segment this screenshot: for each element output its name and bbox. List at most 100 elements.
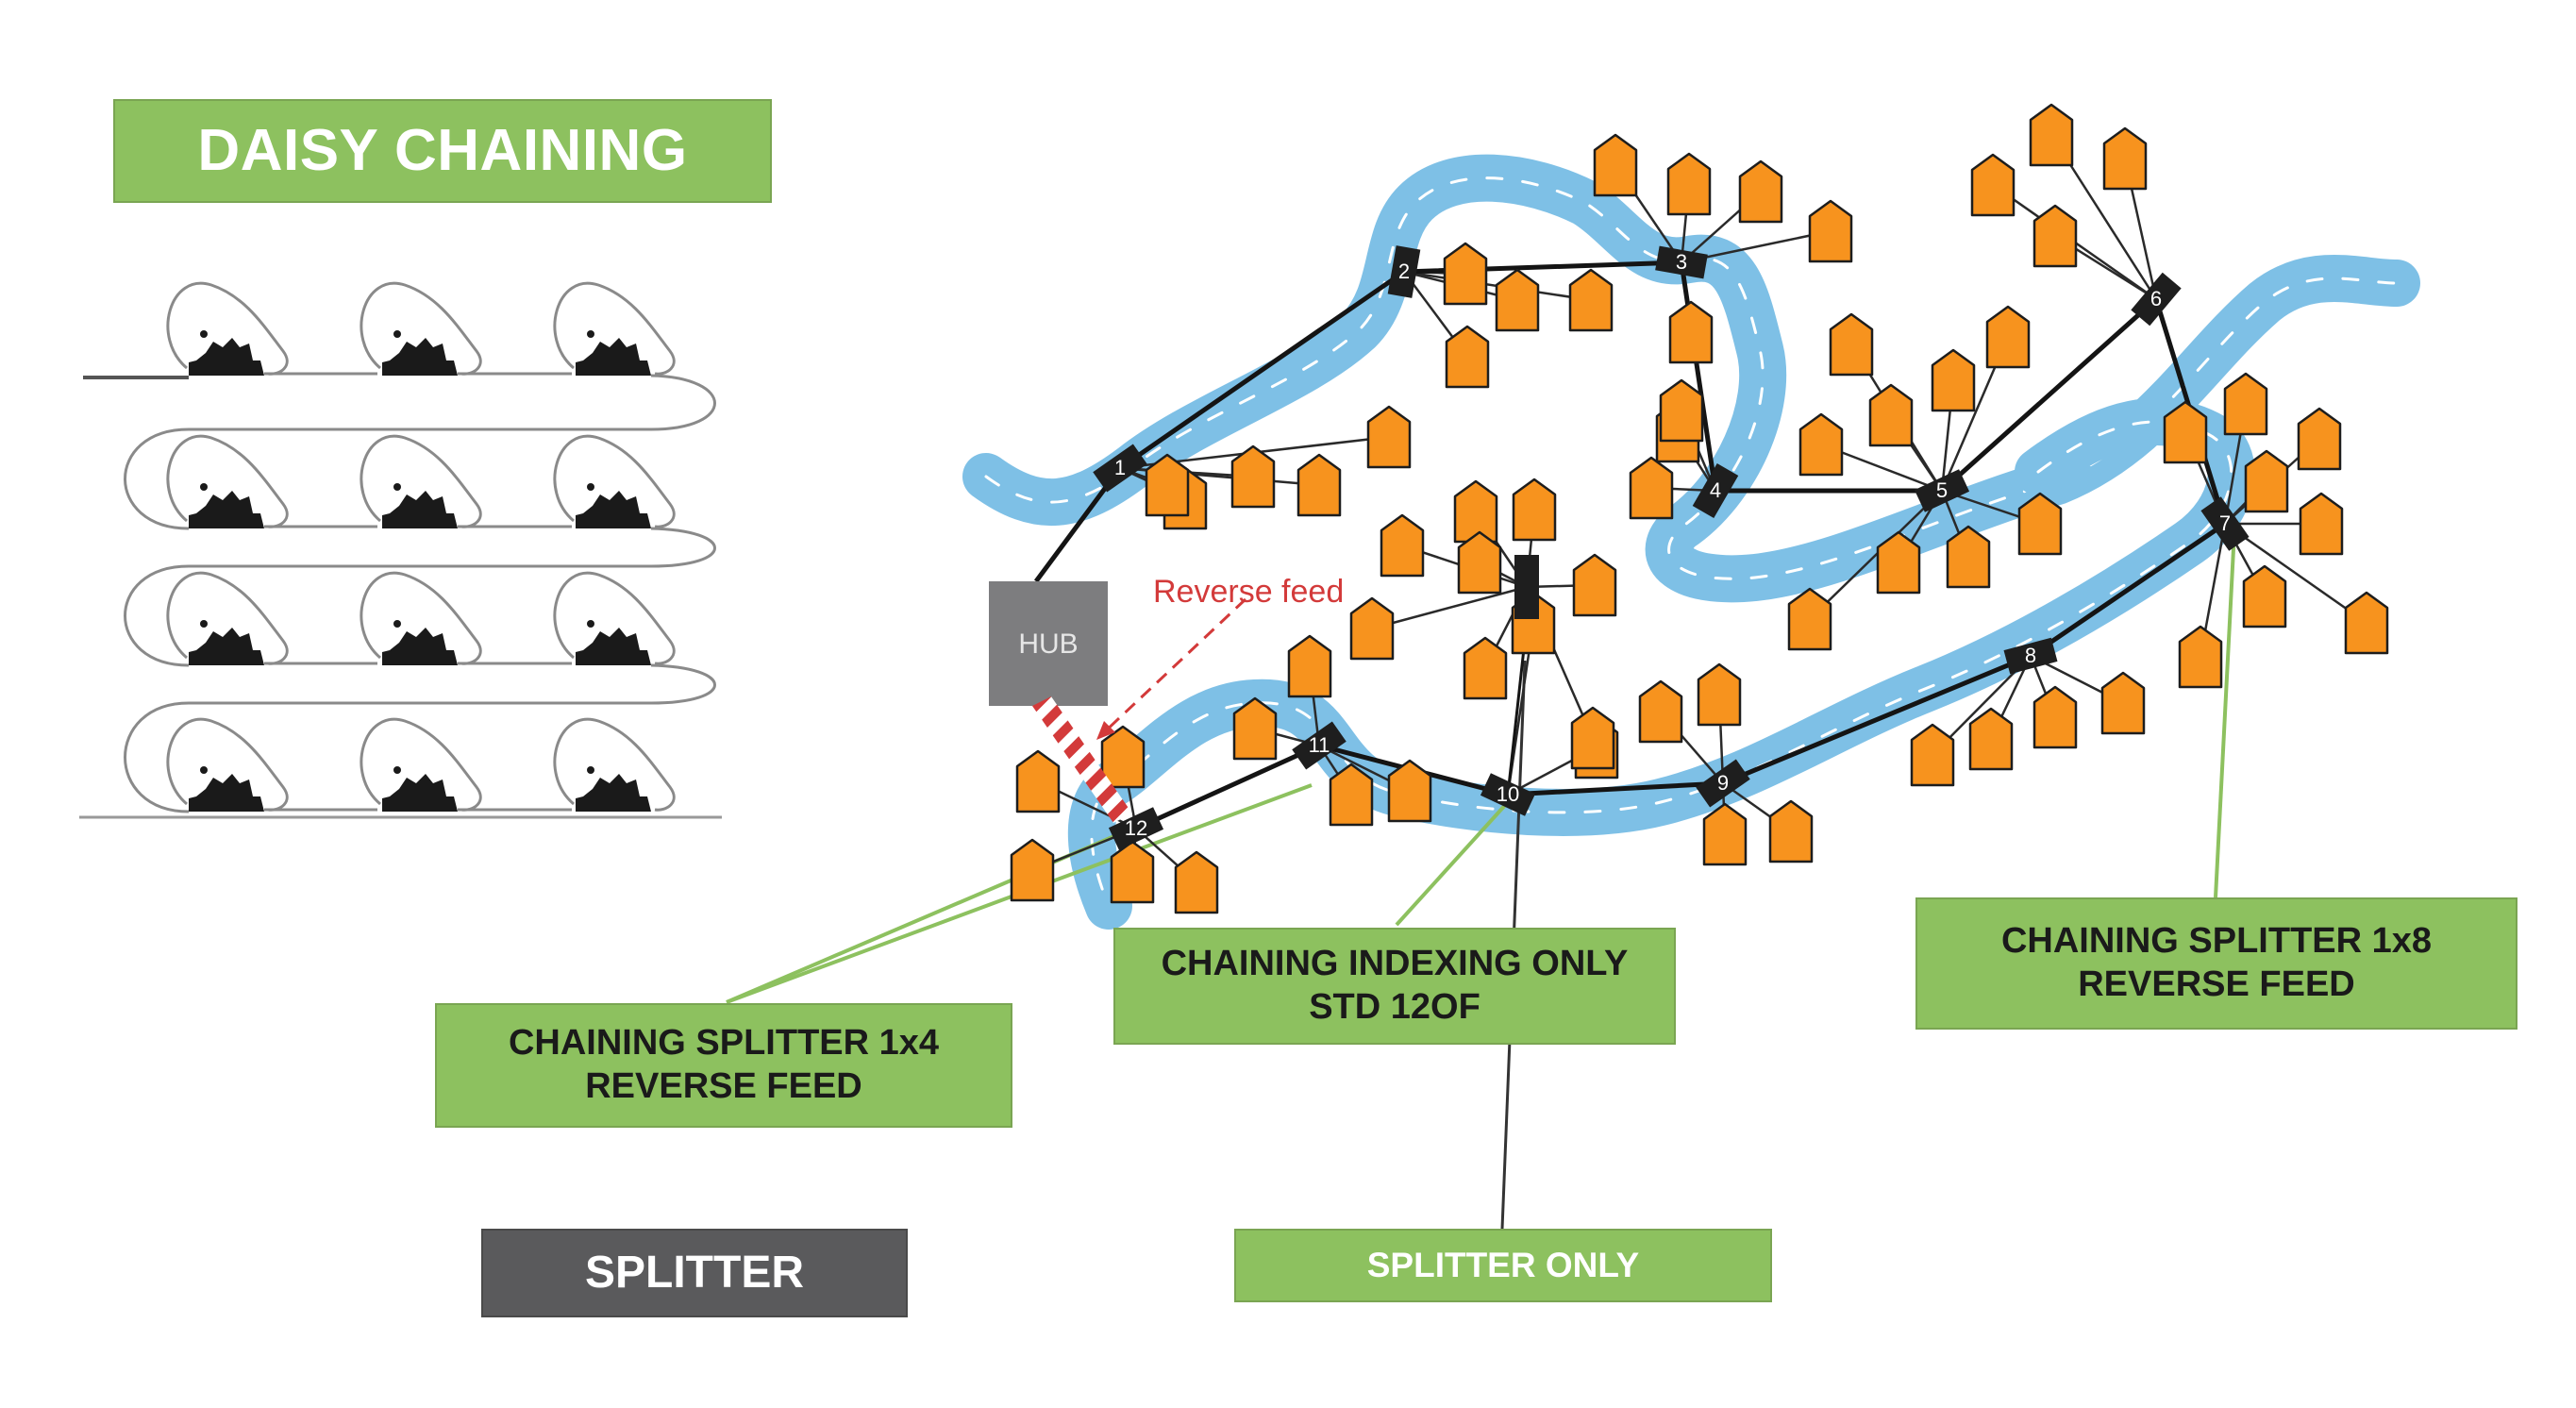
terminal-number: 7 (2219, 511, 2231, 535)
house-icon (1946, 525, 1991, 589)
fiber-return (124, 527, 716, 667)
terminal-closure-icon: 11 (1292, 721, 1347, 770)
river-layer (962, 154, 2420, 930)
callout-splitter-1x8: CHAINING SPLITTER 1x8 REVERSE FEED (1915, 897, 2517, 1030)
closure-body (382, 338, 458, 376)
house-icon (1668, 300, 1714, 364)
closure-icon (360, 571, 482, 665)
drop-cable (1371, 585, 1528, 630)
house-icon (1145, 453, 1190, 517)
terminal-closure-icon: 1 (1093, 444, 1147, 493)
closure-icon (166, 717, 289, 812)
house-icon (1296, 453, 1342, 517)
terminal-closure-icon: 5 (1914, 469, 1970, 512)
house-icon (1457, 530, 1502, 595)
house-icon (2032, 204, 2078, 268)
drop-cable (1809, 490, 1943, 620)
closure-body (576, 774, 651, 812)
closure-icon (553, 281, 676, 376)
house-icon (2242, 564, 2287, 629)
closure-body (576, 338, 651, 376)
fiber-loop (166, 434, 289, 528)
house-icon (2017, 492, 2063, 556)
callout-1x8-line-1: CHAINING SPLITTER 1x8 (2000, 921, 2433, 962)
closure-body (382, 628, 458, 665)
house-icon (1593, 133, 1638, 197)
closure-icon (553, 434, 676, 528)
house-icon (1380, 513, 1425, 578)
callout-1x4-line-2: REVERSE FEED (585, 1066, 862, 1106)
house-icon (1443, 242, 1488, 306)
house-icon (1768, 799, 1814, 863)
terminal-body (1292, 721, 1347, 770)
callout-leader (1395, 800, 1510, 927)
house-icon (1659, 378, 1704, 443)
terminal-closure-icon: 4 (1692, 462, 1739, 519)
callout-splitter-only-text: SPLITTER ONLY (1366, 1245, 1640, 1284)
terminal-number: 1 (1114, 456, 1126, 479)
drop-cable (2224, 522, 2367, 625)
house-icon (1232, 696, 1278, 761)
title-text: DAISY CHAINING (197, 117, 688, 183)
fiber-loop (166, 281, 289, 376)
fiber-loop (166, 571, 289, 665)
closure-icon (166, 281, 289, 376)
house-icon (1638, 679, 1683, 744)
reverse-feed-label: Reverse feed (1153, 574, 1344, 610)
terminal-closure-icon: 9 (1696, 759, 1750, 808)
house-icon (2100, 671, 2146, 735)
house-icon (2244, 449, 2289, 513)
fiber-return (124, 374, 716, 530)
house-icon (2178, 625, 2223, 689)
daisy-chain-illustration (79, 281, 722, 819)
house-icon (1445, 325, 1490, 389)
house-icon (1570, 706, 1615, 770)
house-icon (1329, 763, 1374, 827)
terminal-body (1108, 807, 1164, 850)
terminal-number: 3 (1676, 250, 1687, 274)
terminal-body (1514, 555, 1539, 619)
closure-knob (200, 766, 208, 774)
callout-splitter-1x4: CHAINING SPLITTER 1x4 REVERSE FEED (435, 1003, 1012, 1128)
terminal-body (2200, 496, 2250, 551)
closure-body (189, 338, 264, 376)
house-icon (1666, 152, 1712, 216)
hub-box (989, 581, 1108, 706)
callout-indexing-line-2: STD 12OF (1309, 987, 1480, 1027)
terminal-number: 11 (1309, 733, 1330, 757)
callout-leader (2214, 529, 2236, 898)
house-icon (2299, 492, 2344, 556)
house-icon (1970, 153, 2016, 217)
closure-knob (393, 620, 401, 628)
house-icon (1798, 412, 1844, 477)
terminal-body (1914, 469, 1970, 512)
closure-icon (166, 434, 289, 528)
house-icon (1110, 840, 1155, 904)
callout-splitter-only: SPLITTER ONLY (1234, 1229, 1772, 1302)
terminal-body (1387, 245, 1421, 298)
terminal-closure-icon: 2 (1387, 245, 1421, 298)
legend-splitter: SPLITTER (481, 1229, 908, 1317)
house-icon (1572, 553, 1617, 617)
closure-body (189, 491, 264, 528)
callout-1x4-line-1: CHAINING SPLITTER 1x4 (508, 1023, 940, 1064)
terminal-closure-icon: 6 (2131, 272, 2182, 327)
house-icon (1808, 199, 1853, 263)
house-icon (1868, 383, 1914, 447)
closure-body (382, 491, 458, 528)
fiber-loop (166, 717, 289, 812)
house-icon (2297, 407, 2342, 471)
house-icon (1931, 348, 1976, 412)
house-icon (1010, 838, 1055, 902)
house-icon (2029, 103, 2074, 167)
house-icon (2102, 126, 2148, 191)
closure-body (382, 774, 458, 812)
closure-icon (553, 717, 676, 812)
house-icon (1495, 268, 1540, 332)
house-icon (1787, 587, 1832, 651)
closure-icon (553, 571, 676, 665)
house-icon (1463, 636, 1508, 700)
